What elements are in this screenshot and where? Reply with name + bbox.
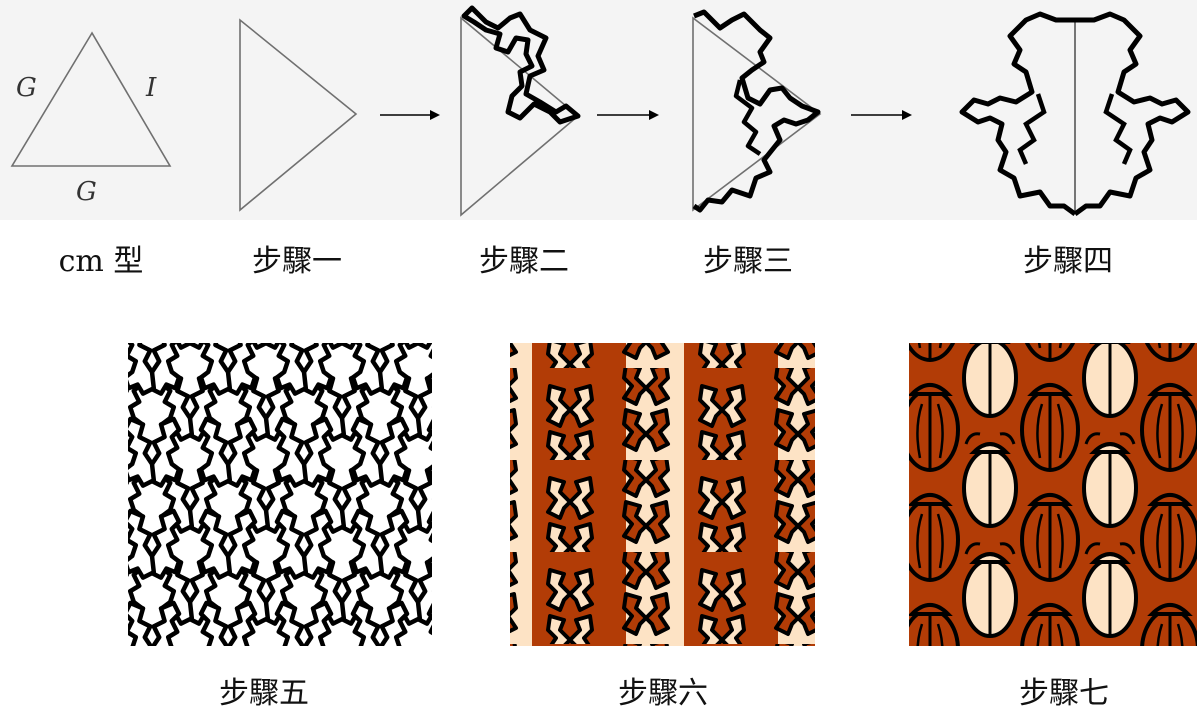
- step2-figure: [460, 5, 581, 217]
- edge-label-bottom: G: [76, 177, 97, 207]
- top-band: [0, 0, 1197, 220]
- label-step4: 步驟四: [1023, 244, 1113, 279]
- arrow-1: [380, 110, 440, 120]
- step7-pattern: [909, 343, 1197, 646]
- label-type: cm 型: [58, 244, 144, 279]
- arrow-2: [597, 110, 659, 120]
- step3-figure: [692, 9, 822, 213]
- label-step5: 步驟五: [219, 676, 309, 711]
- label-step6: 步驟六: [618, 676, 708, 711]
- label-step7: 步驟七: [1019, 676, 1109, 711]
- step1-triangle: [239, 18, 358, 212]
- step6-pattern: [510, 343, 815, 646]
- type-triangle: [10, 31, 172, 167]
- label-step2: 步驟二: [479, 244, 569, 279]
- label-step1: 步驟一: [252, 244, 342, 279]
- edge-label-left: G: [16, 73, 37, 103]
- edge-label-right: I: [145, 73, 157, 103]
- step4-figure: [959, 11, 1191, 217]
- label-step3: 步驟三: [703, 244, 793, 279]
- step5-pattern: [128, 343, 432, 646]
- arrow-3: [851, 110, 912, 120]
